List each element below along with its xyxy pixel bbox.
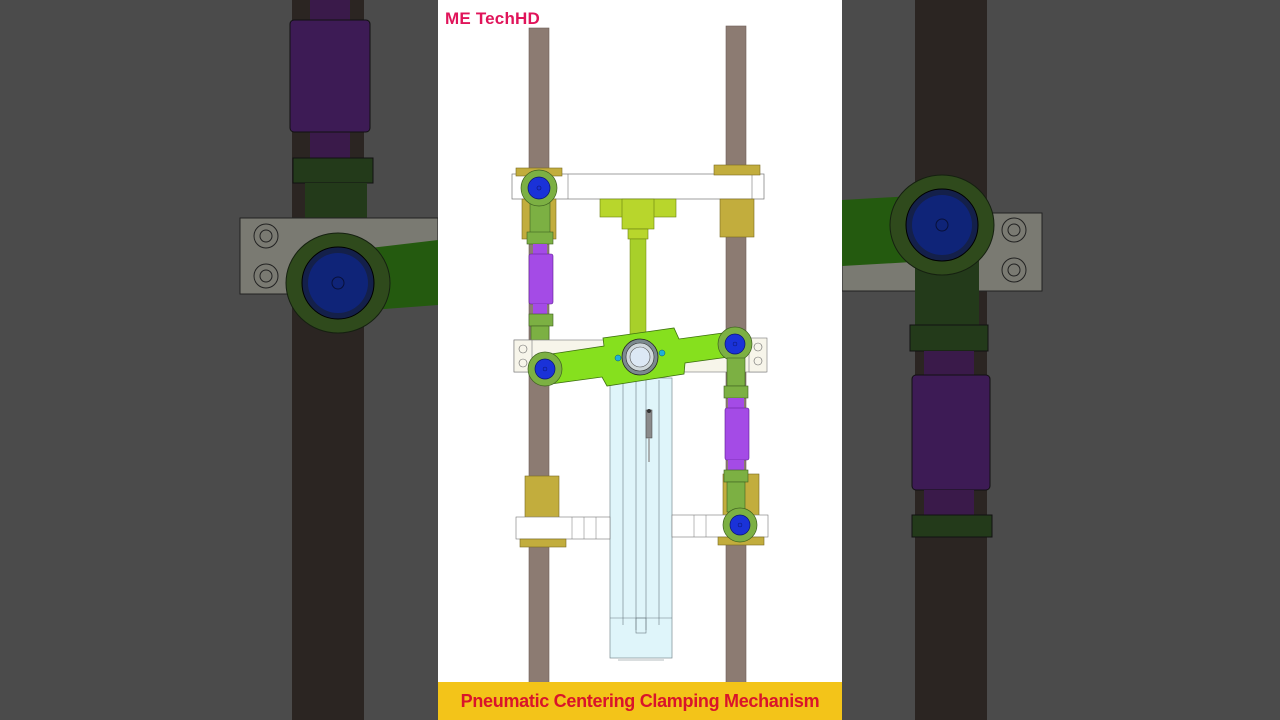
cylinder-rod-clevis — [599, 198, 677, 340]
blurred-mechanism-right — [842, 0, 1043, 720]
video-caption: Pneumatic Centering Clamping Mechanism — [460, 690, 820, 711]
caption-bar: Pneumatic Centering Clamping Mechanism — [438, 682, 842, 720]
left-upper-rod-end — [520, 169, 558, 245]
cad-mechanism-drawing — [511, 25, 769, 689]
pneumatic-cylinder — [609, 377, 673, 661]
blurred-background-left — [0, 0, 438, 720]
center-lever — [537, 327, 744, 387]
blurred-background-right — [842, 0, 1280, 720]
right-turnbuckle — [724, 407, 750, 461]
video-frame[interactable]: ME TechHD Pneumatic Centering Clamping M… — [438, 0, 842, 720]
blurred-mechanism-left — [239, 0, 438, 720]
left-turnbuckle — [528, 253, 554, 305]
channel-watermark: ME TechHD — [445, 9, 540, 28]
